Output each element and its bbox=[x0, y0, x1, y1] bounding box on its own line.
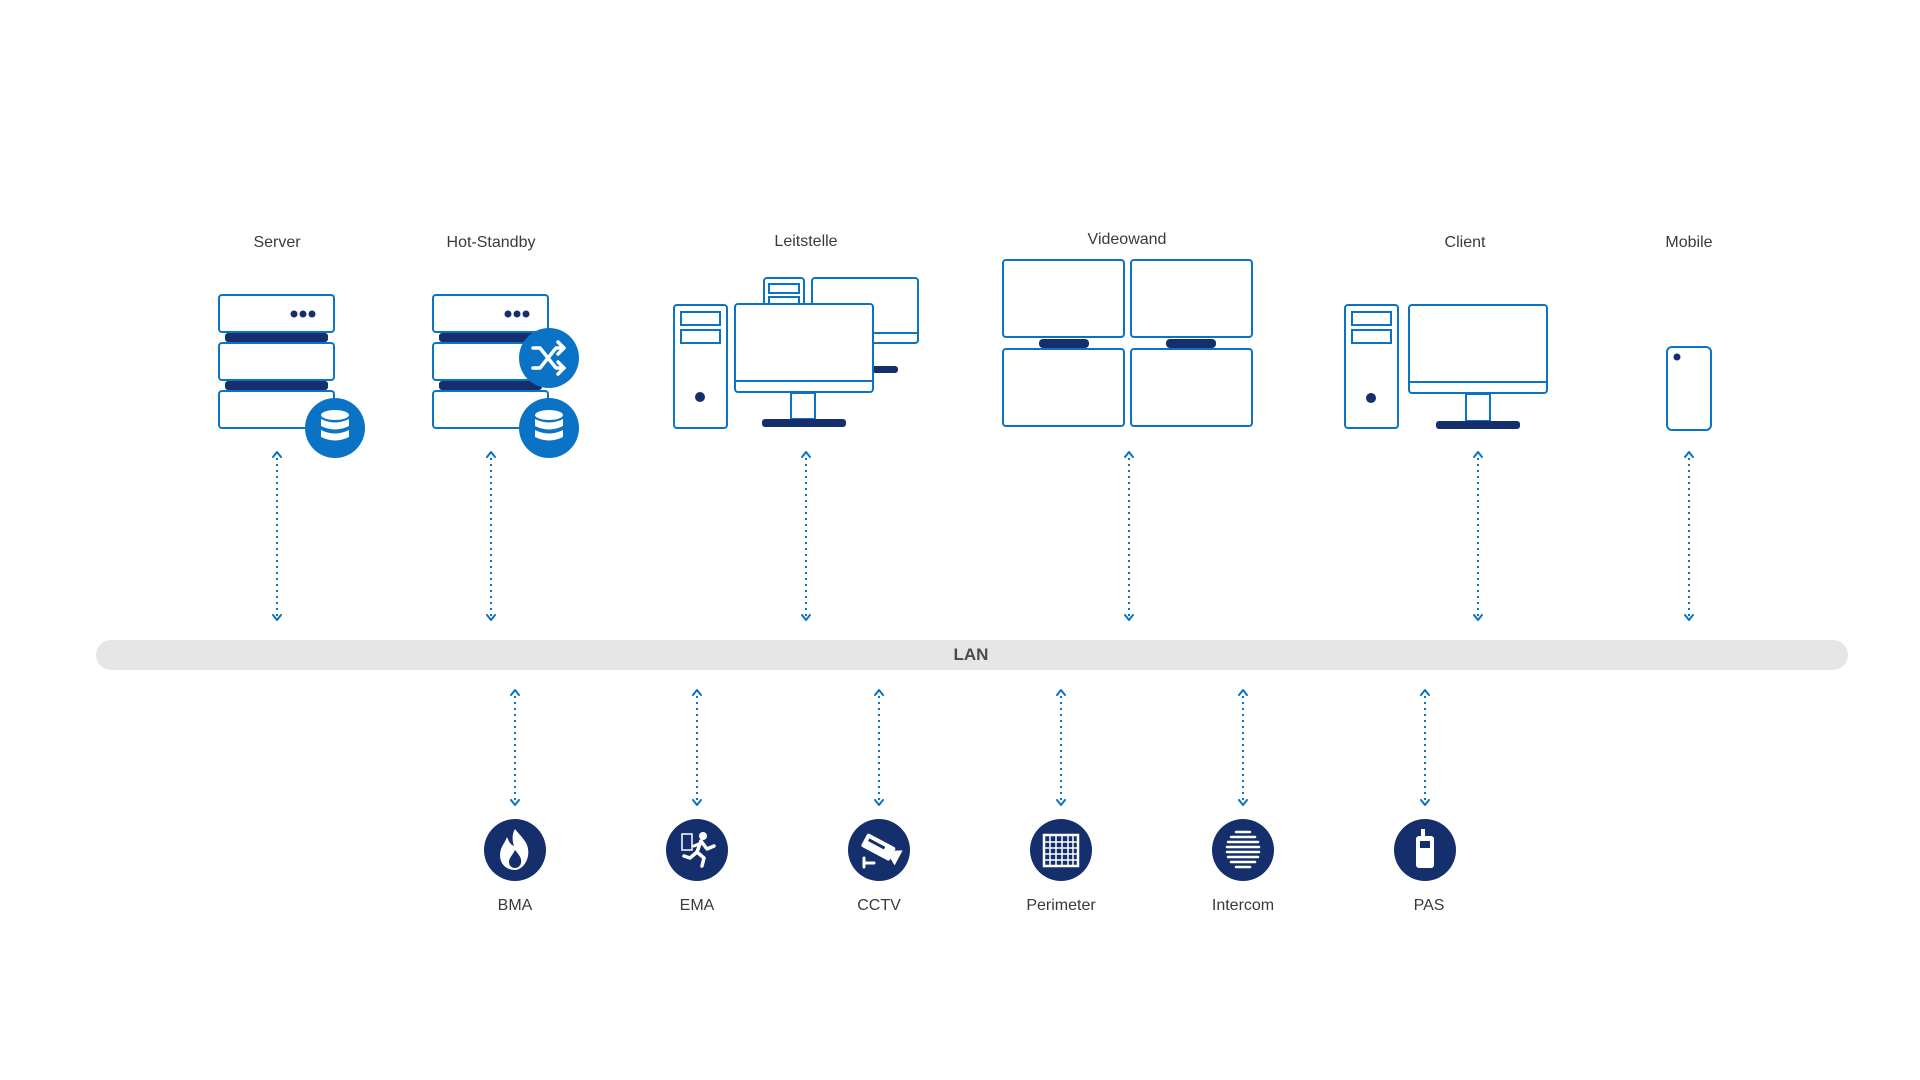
label-bma: BMA bbox=[497, 897, 533, 914]
bottom-connectors bbox=[510, 689, 1430, 806]
smartphone-icon bbox=[1666, 346, 1712, 431]
top-connectors bbox=[272, 451, 1694, 621]
lan-label: LAN bbox=[953, 645, 989, 664]
label-mobile: Mobile bbox=[1665, 234, 1713, 251]
server-database-icon bbox=[218, 294, 365, 458]
server-switch-database-icon bbox=[432, 294, 579, 458]
lan-bar bbox=[96, 640, 1848, 670]
label-intercom: Intercom bbox=[1211, 897, 1275, 914]
intruder-running-icon bbox=[666, 819, 728, 881]
walkie-talkie-icon bbox=[1394, 819, 1456, 881]
label-ema: EMA bbox=[679, 897, 715, 914]
label-server: Server bbox=[253, 234, 301, 251]
cctv-camera-icon bbox=[848, 819, 910, 881]
label-videowand: Videowand bbox=[1087, 231, 1167, 248]
label-leitstelle: Leitstelle bbox=[774, 233, 838, 250]
desktop-computer-icon bbox=[1344, 304, 1548, 429]
control-room-workstation-icon bbox=[673, 277, 919, 429]
label-client: Client bbox=[1444, 234, 1486, 251]
label-cctv: CCTV bbox=[857, 897, 901, 914]
intercom-speaker-icon bbox=[1212, 819, 1274, 881]
label-hot-standby: Hot-Standby bbox=[446, 234, 536, 251]
video-wall-icon bbox=[1002, 259, 1253, 427]
fence-grid-icon bbox=[1030, 819, 1092, 881]
fire-icon bbox=[484, 819, 546, 881]
label-perimeter: Perimeter bbox=[1026, 897, 1096, 914]
label-pas: PAS bbox=[1413, 897, 1445, 914]
